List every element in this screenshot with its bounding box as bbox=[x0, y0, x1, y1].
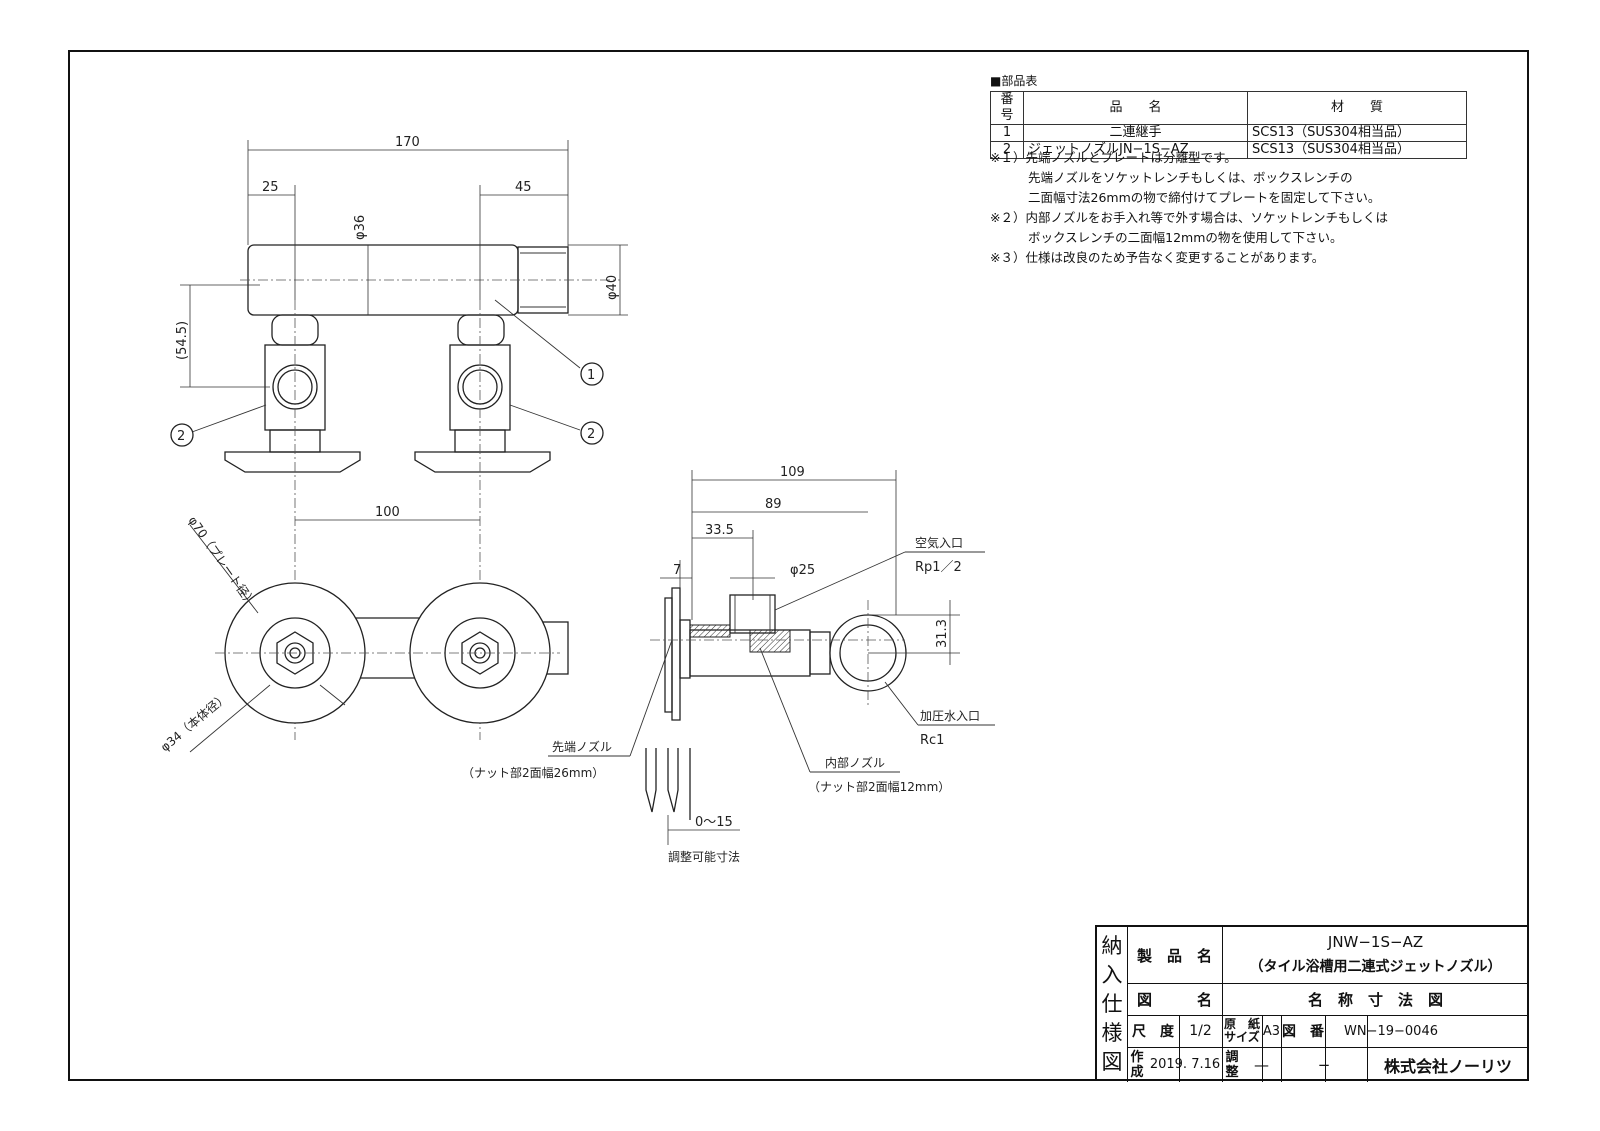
scale-value: 1/2 bbox=[1189, 1023, 1212, 1039]
dim-54-5: (54.5) bbox=[175, 321, 190, 360]
dim-phi40: φ40 bbox=[605, 275, 620, 300]
adjust-value-1: — bbox=[1254, 1055, 1269, 1074]
side-label: 納 入 仕 様 図 bbox=[1097, 927, 1127, 1082]
product-label: 製 品 名 bbox=[1136, 946, 1212, 965]
dim-phi70: φ70（プレート径） bbox=[186, 514, 259, 610]
side-char-3: 仕 bbox=[1101, 992, 1123, 1016]
made-date: 2019. 7.16 bbox=[1149, 1057, 1221, 1072]
row-2-name: ジェットノズルJN−1S−AZ bbox=[1023, 141, 1248, 159]
side-section-view: 109 89 33.5 7 φ25 31.3 空気入口 Rp1／2 加圧水入口 … bbox=[462, 465, 995, 864]
side-char-5: 図 bbox=[1101, 1050, 1123, 1074]
row-1-material: SCS13（SUS304相当品） bbox=[1247, 124, 1467, 142]
dim-7: 7 bbox=[673, 563, 681, 578]
adjust-label: 調 整 bbox=[1222, 1047, 1242, 1082]
note-2-line-2: ボックスレンチの二面幅12mmの物を使用して下さい。 bbox=[1028, 230, 1343, 245]
side-char-1: 納 bbox=[1101, 934, 1123, 958]
label-inner-nut: （ナット部2面幅12mm） bbox=[808, 779, 950, 794]
dim-phi25: φ25 bbox=[790, 563, 815, 578]
paper-label-2: サイズ bbox=[1224, 1030, 1260, 1044]
table-row: 1 二連継手 SCS13（SUS304相当品） bbox=[990, 124, 1467, 142]
header-material: 材 質 bbox=[1247, 91, 1467, 125]
parts-table-title: ■部品表 bbox=[990, 74, 1038, 88]
label-air-thread: Rp1／2 bbox=[915, 560, 962, 575]
row-2-material: SCS13（SUS304相当品） bbox=[1247, 141, 1467, 159]
adjust-value-2: − bbox=[1317, 1055, 1331, 1074]
label-air-inlet: 空気入口 bbox=[915, 535, 963, 550]
label-water-inlet: 加圧水入口 bbox=[920, 709, 980, 723]
label-tip-nut: （ナット部2面幅26mm） bbox=[462, 765, 604, 780]
side-char-4: 様 bbox=[1101, 1021, 1123, 1045]
dim-45: 45 bbox=[515, 180, 532, 195]
paper-label-1: 原 紙 bbox=[1223, 1017, 1260, 1031]
table-row: 2 ジェットノズルJN−1S−AZ SCS13（SUS304相当品） bbox=[990, 141, 1467, 159]
paper-size-label: 原 紙 サイズ bbox=[1222, 1015, 1262, 1047]
note-2: ※２）内部ノズルをお手入れ等で外す場合は、ソケットレンチもしくは bbox=[990, 210, 1388, 225]
drawing-number-label: 図 番 bbox=[1282, 1024, 1324, 1040]
product-description: （タイル浴槽用二連式ジェットノズル） bbox=[1249, 959, 1502, 975]
label-inner-nozzle: 内部ノズル bbox=[825, 755, 885, 770]
note-1-line-2: 先端ノズルをソケットレンチもしくは、ボックスレンチの bbox=[1028, 170, 1353, 185]
drawing-label: 図 名 bbox=[1136, 990, 1212, 1009]
bottom-view: 100 φ70（プレート径） φ34（本体径） bbox=[158, 505, 569, 754]
dim-100: 100 bbox=[375, 505, 400, 520]
drawing-frame bbox=[68, 50, 1529, 1081]
product-code: JNW−1S−AZ bbox=[1327, 933, 1424, 951]
dim-33-5: 33.5 bbox=[705, 523, 734, 538]
balloon-2-right: 2 bbox=[587, 427, 595, 442]
notes: ※１）先端ノズルとプレートは分離型です。 先端ノズルをソケットレンチもしくは、ボ… bbox=[990, 148, 1388, 268]
drawing-number: WN−19−0046 bbox=[1344, 1023, 1438, 1039]
header-number: 番号 bbox=[990, 91, 1024, 125]
adjust-label-2: 整 bbox=[1225, 1064, 1239, 1080]
adjust-label-1: 調 bbox=[1225, 1049, 1239, 1065]
parts-table-grid: 番号 品 名 材 質 1 二連継手 SCS13（SUS304相当品） 2 ジェッ… bbox=[990, 91, 1467, 159]
dim-phi36: φ36 bbox=[353, 215, 368, 240]
header-name: 品 名 bbox=[1023, 91, 1248, 125]
paper-size: A3 bbox=[1262, 1023, 1281, 1039]
dim-170: 170 bbox=[395, 135, 420, 150]
dim-109: 109 bbox=[780, 465, 805, 480]
balloon-2-left: 2 bbox=[177, 429, 185, 444]
dim-89: 89 bbox=[765, 497, 782, 512]
label-water-thread: Rc1 bbox=[920, 733, 944, 748]
row-1-number: 1 bbox=[990, 124, 1024, 142]
company-logo: 株式会社ノーリツ bbox=[1383, 1056, 1512, 1076]
label-adjust: 調整可能寸法 bbox=[668, 849, 740, 864]
made-label-2: 成 bbox=[1130, 1064, 1144, 1080]
dim-0-15: 0〜15 bbox=[695, 815, 733, 830]
title-block: 納 入 仕 様 図 製 品 名 JNW−1S−AZ （タイル浴槽用二連式ジェット… bbox=[1095, 925, 1529, 1082]
drawing-name: 名 称 寸 法 図 bbox=[1307, 990, 1443, 1009]
balloon-1: 1 bbox=[587, 368, 595, 383]
note-1: ※１）先端ノズルとプレートは分離型です。 bbox=[990, 150, 1237, 165]
row-1-name: 二連継手 bbox=[1023, 124, 1248, 142]
dim-31-3: 31.3 bbox=[935, 619, 950, 648]
note-3: ※３）仕様は改良のため予告なく変更することがあります。 bbox=[990, 250, 1325, 265]
made-label: 作 成 bbox=[1127, 1047, 1147, 1082]
label-tip-nozzle: 先端ノズル bbox=[552, 739, 612, 754]
dim-25: 25 bbox=[262, 180, 279, 195]
parts-table: ■部品表 番号 品 名 材 質 1 二連継手 SCS13（SUS304相当品） … bbox=[990, 72, 1467, 159]
scale-label: 尺 度 bbox=[1132, 1024, 1174, 1040]
side-char-2: 入 bbox=[1101, 963, 1123, 987]
dim-phi34: φ34（本体径） bbox=[158, 690, 231, 754]
table-header-row: 番号 品 名 材 質 bbox=[990, 91, 1467, 125]
note-1-line-3: 二面幅寸法26mmの物で締付けてプレートを固定して下さい。 bbox=[1028, 190, 1381, 205]
made-label-1: 作 bbox=[1130, 1049, 1144, 1065]
